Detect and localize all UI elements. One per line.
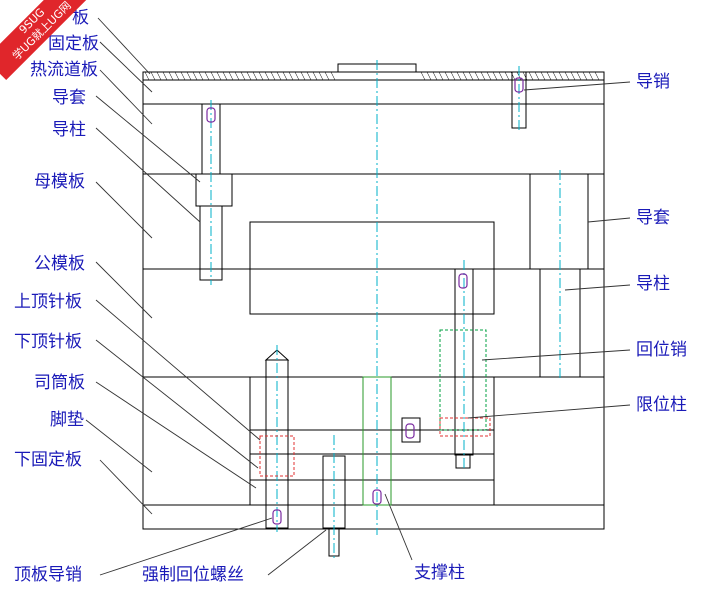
guide-bush-left [195, 173, 233, 207]
label-hot-runner-plate: 热流道板 [30, 60, 98, 80]
label-dowel: 导销 [636, 72, 670, 92]
label-return-screw: 强制回位螺丝 [142, 565, 244, 585]
label-stop-pin: 限位柱 [636, 395, 687, 415]
screw-heads [206, 77, 524, 525]
label-guide-pin-left: 导柱 [52, 120, 86, 140]
bottom-fixed-plate [142, 504, 605, 530]
label-upper-ejector-plate: 上顶针板 [14, 292, 82, 312]
knurl-pattern [144, 71, 600, 81]
hot-runner-plate [142, 103, 605, 175]
top-fixed-plate [142, 79, 605, 105]
label-ejector-guide-pin: 顶板导销 [14, 565, 82, 585]
label-return-pin: 回位销 [636, 340, 687, 360]
stop-pin [401, 417, 421, 443]
cavity-insert [249, 221, 495, 315]
core-plate [142, 268, 605, 378]
spacer-block-left [142, 376, 251, 506]
label-guide-bush-left: 导套 [52, 88, 86, 108]
label-guide-bush-right: 导套 [636, 208, 670, 228]
label-top-fixed-plate: 固定板 [48, 34, 99, 54]
label-top-clamp-plate: 板 [72, 8, 89, 28]
label-core-plate: 公模板 [34, 254, 85, 274]
leader-lines [85, 17, 631, 576]
spacer-block-right [493, 376, 605, 506]
upper-ejector-plate [249, 429, 495, 455]
hidden-details [259, 417, 491, 477]
guide-bush-right [529, 173, 589, 270]
label-bottom-fixed-plate: 下固定板 [14, 450, 82, 470]
label-guide-pin-right: 导柱 [636, 274, 670, 294]
top-clamp-plate [142, 71, 605, 81]
label-sleeve-plate: 司筒板 [34, 373, 85, 393]
label-lower-ejector-plate: 下顶针板 [14, 332, 82, 352]
center-lines [210, 60, 561, 560]
return-spring [439, 329, 487, 431]
label-cavity-plate: 母模板 [34, 172, 85, 192]
label-spacer: 脚垫 [50, 410, 84, 430]
label-support-pillar: 支撑柱 [414, 563, 465, 583]
stop-pin-base [455, 453, 471, 469]
lower-ejector-plate [249, 453, 495, 481]
